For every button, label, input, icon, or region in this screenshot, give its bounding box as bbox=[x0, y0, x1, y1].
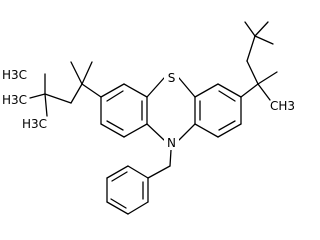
left-benzene-ring bbox=[100, 83, 148, 138]
central-ring bbox=[146, 77, 196, 141]
molecule-structure: S N H3C H3C H3C CH3 bbox=[2, 21, 295, 215]
left-tert-octyl-group bbox=[29, 61, 102, 117]
methyl-label-left-1: H3C bbox=[2, 68, 27, 82]
n-benzyl-group bbox=[106, 149, 172, 215]
methyl-label-left-2: H3C bbox=[2, 93, 27, 107]
sulfur-label: S bbox=[168, 71, 176, 85]
label-sulfur: S bbox=[164, 69, 179, 85]
label-nitrogen: N bbox=[164, 134, 179, 150]
right-tert-octyl-group bbox=[240, 21, 278, 101]
methyl-label-right-1: CH3 bbox=[270, 99, 295, 113]
methyl-label-left-3: H3C bbox=[22, 117, 47, 131]
right-benzene-ring bbox=[194, 83, 242, 138]
structure-canvas: S N H3C H3C H3C CH3 bbox=[2, 21, 295, 215]
nitrogen-label: N bbox=[167, 136, 176, 150]
